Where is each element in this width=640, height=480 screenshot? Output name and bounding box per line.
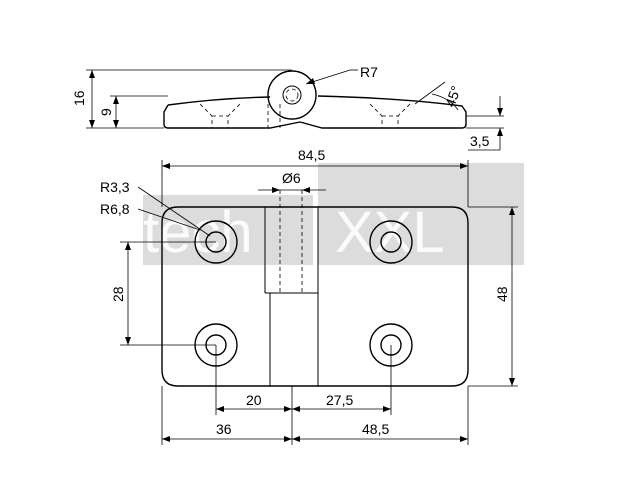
plan-dimensions: 84,5 Ø6 R3,3 R6,8 28 48 [100,147,518,445]
dim-thickness-leaf: 3,5 [470,133,490,149]
side-pin-bore [267,104,281,128]
dim-radius-countersink: R6,8 [100,201,130,217]
dim-height-leaf: 9 [98,108,114,116]
side-left-leaf [163,104,301,129]
side-knuckle-pin [282,85,302,105]
hole-top-right [369,220,413,264]
dim-height-total-plan: 48 [494,286,510,302]
dim-width-total: 84,5 [298,147,325,163]
dim-height-total: 16 [71,90,87,106]
side-dimensions: 16 9 R7 45° 3,5 [71,64,504,151]
side-countersink-right [369,103,411,128]
side-view [163,70,467,129]
dim-radius-hole: R3,3 [100,179,130,195]
dim-width-right-part: 48,5 [362,421,389,437]
dim-width-left-part: 36 [216,421,232,437]
watermark-panel-right [318,163,524,265]
side-knuckle-outer [267,70,317,120]
side-right-leaf [299,95,467,129]
dim-radius-knuckle: R7 [360,64,378,80]
dim-offset-right-hole: 27,5 [326,392,353,408]
side-knuckle-pin-inner [285,88,299,102]
dim-angle-countersink: 45° [442,84,464,109]
dim-spacing-vertical-holes: 28 [110,286,126,302]
dim-hole-diameter-pin: Ø6 [282,170,301,186]
side-left-leaf-top [167,96,271,106]
side-countersink-left [199,103,241,128]
dim-offset-left-hole: 20 [246,392,262,408]
